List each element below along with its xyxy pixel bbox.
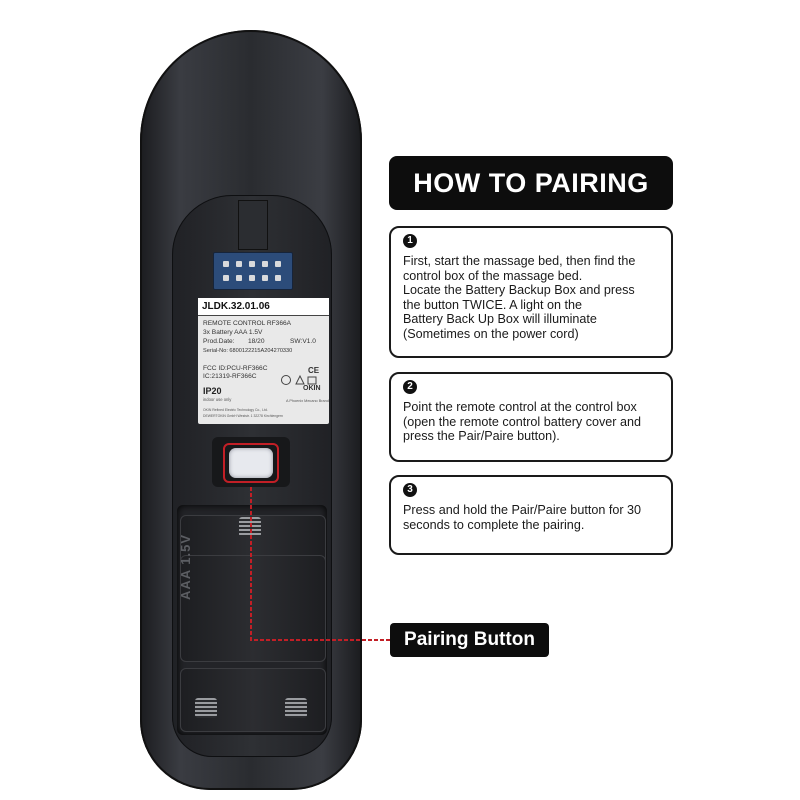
step-line: Battery Back Up Box will illuminate: [403, 312, 597, 327]
connector-pin: [249, 275, 255, 281]
label-indoor: indoor use only: [203, 397, 232, 402]
step-text: First, start the massage bed, then find …: [403, 254, 661, 342]
label-fine-print-2: DEWERTOKIN GmbH Weststr. 1 32278 Kirchle…: [203, 414, 283, 418]
pair-button-highlight: [223, 443, 279, 483]
step-number-badge: 2: [403, 380, 417, 394]
pin-connector: [213, 252, 293, 290]
label-ic: IC:21319-RF366C: [203, 373, 257, 380]
pair-button[interactable]: [229, 448, 273, 478]
label-prod-date-label: Prod.Date:: [203, 338, 235, 345]
label-model: JLDK.32.01.06: [198, 298, 329, 316]
step-line: (Sometimes on the power cord): [403, 326, 579, 341]
label-battery: 3x Battery AAA 1.5V: [203, 329, 263, 336]
connector-pin: [262, 275, 268, 281]
step-line: the button TWICE. A light on the: [403, 297, 582, 312]
label-brand-sub: A Phoenix Mecano Brand: [286, 399, 329, 403]
step-card: 1 First, start the massage bed, then fin…: [389, 226, 673, 358]
cover-clip: [238, 200, 268, 250]
step-line: seconds to complete the pairing.: [403, 517, 585, 532]
step-number-badge: 1: [403, 234, 417, 248]
step-line: First, start the massage bed, then find …: [403, 254, 636, 268]
connector-pin: [262, 261, 268, 267]
step-text: Press and hold the Pair/Paire button for…: [403, 503, 661, 532]
label-serial: Serial-No: 6800122215A204270330: [203, 348, 293, 354]
connector-pin: [275, 275, 281, 281]
pairing-button-callout: Pairing Button: [390, 623, 549, 657]
page-title: HOW TO PAIRING: [389, 156, 673, 210]
step-line: Point the remote control at the control …: [403, 400, 637, 414]
label-sw: SW:V1.0: [290, 338, 316, 345]
battery-spring: [285, 698, 307, 718]
label-prod-date: 18/20: [248, 338, 265, 345]
step-line: Press and hold the Pair/Paire button for…: [403, 503, 642, 517]
battery-cell: [180, 555, 326, 662]
label-brand: OKIN: [303, 385, 321, 392]
label-fcc: FCC ID:PCU-RF366C: [203, 365, 268, 372]
step-line: Locate the Battery Backup Box and press: [403, 283, 635, 298]
step-card: 2 Point the remote control at the contro…: [389, 372, 673, 462]
connector-pin: [249, 261, 255, 267]
ce-mark: CE: [308, 366, 320, 375]
step-line: control box of the massage bed.: [403, 268, 583, 283]
connector-pin: [236, 261, 242, 267]
product-label: JLDK.32.01.06 REMOTE CONTROL RF366A 3x B…: [198, 298, 329, 424]
label-fine-print: OKIN Refined Electric Technology Co., Lt…: [203, 408, 268, 412]
battery-spring: [195, 698, 217, 718]
connector-pin: [223, 261, 229, 267]
step-card: 3 Press and hold the Pair/Paire button f…: [389, 475, 673, 555]
step-number-badge: 3: [403, 483, 417, 497]
label-ip: IP20: [203, 386, 222, 396]
step-text: Point the remote control at the control …: [403, 400, 661, 444]
connector-pin: [275, 261, 281, 267]
connector-pin: [236, 275, 242, 281]
connector-pin: [223, 275, 229, 281]
step-line: press the Pair/Paire button).: [403, 429, 560, 444]
step-line: (open the remote control battery cover a…: [403, 414, 642, 429]
label-product: REMOTE CONTROL RF366A: [203, 320, 292, 327]
recycle-icons: [281, 374, 317, 385]
